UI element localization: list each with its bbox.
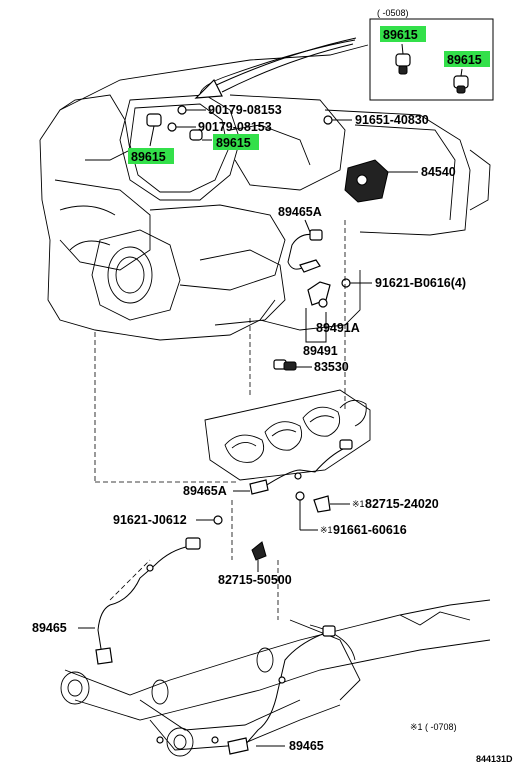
label-89615-b[interactable]: 89615 xyxy=(216,136,251,150)
inset-sensor-2-icon xyxy=(453,68,469,94)
callout-91621-B: 91621-B0616(4) xyxy=(341,276,466,290)
label-83530[interactable]: 83530 xyxy=(314,360,349,374)
inset-label-2[interactable]: 89615 xyxy=(447,53,482,67)
callout-91661 xyxy=(295,491,318,531)
label-89615-a[interactable]: 89615 xyxy=(131,150,166,164)
bracket-89491A-icon xyxy=(307,281,331,308)
oxygen-sensor-mid-icon xyxy=(249,439,353,495)
bracket-82715-50500-icon xyxy=(251,541,267,572)
assembly-dashed-lines xyxy=(94,220,346,620)
knock-sensor-icon xyxy=(146,113,162,147)
diagram-id: 844131D xyxy=(476,754,513,764)
throttle-position-sensor-icon xyxy=(344,159,418,203)
callout-91621-J: 91621-J0612 xyxy=(113,513,223,527)
inset-label-1[interactable]: 89615 xyxy=(383,28,418,42)
highlight-89615-b xyxy=(213,134,259,150)
inset-highlight-2 xyxy=(444,51,490,67)
label-91621-J[interactable]: 91621-J0612 xyxy=(113,513,187,527)
label-82715-24020[interactable]: 82715-24020 xyxy=(365,497,439,511)
label-84540[interactable]: 84540 xyxy=(421,165,456,179)
label-89491[interactable]: 89491 xyxy=(303,344,338,358)
knock-sensor-b-icon xyxy=(189,129,212,141)
callout-91651: 91651-40830 xyxy=(323,113,429,127)
exhaust-pipe-drawing xyxy=(60,599,491,757)
oxygen-sensor-bottom-icon xyxy=(227,625,336,755)
inset-pointer-arrow xyxy=(194,37,357,99)
label-89465-left[interactable]: 89465 xyxy=(32,621,67,635)
note-mark-2: ※1 xyxy=(320,525,333,535)
note-mark-1: ※1 xyxy=(352,499,365,509)
inset-date-note: ( -0508) xyxy=(377,8,409,18)
label-89465A-mid[interactable]: 89465A xyxy=(183,484,227,498)
label-91661[interactable]: 91661-60616 xyxy=(333,523,407,537)
exhaust-manifold-drawing xyxy=(204,389,371,481)
engine-block-drawing xyxy=(39,39,491,341)
inset-box: ( -0508) 89615 89615 xyxy=(369,8,494,101)
callout-90179-a: 90179-08153 xyxy=(177,103,282,117)
inset-highlight-1 xyxy=(380,26,426,42)
callout-90179-b: 90179-08153 xyxy=(167,120,272,134)
oxygen-sensor-left-icon xyxy=(95,537,201,665)
label-82715-50500[interactable]: 82715-50500 xyxy=(218,573,292,587)
label-90179-a[interactable]: 90179-08153 xyxy=(208,103,282,117)
footnote: ※1 ( -0708) xyxy=(410,722,457,732)
label-89465A-top[interactable]: 89465A xyxy=(278,205,322,219)
label-91621-B[interactable]: 91621-B0616(4) xyxy=(375,276,466,290)
highlight-89615-a xyxy=(128,148,174,164)
label-91651[interactable]: 91651-40830 xyxy=(355,113,429,127)
label-89491A[interactable]: 89491A xyxy=(316,321,360,335)
gasket-82715-icon xyxy=(313,495,350,513)
label-90179-b[interactable]: 90179-08153 xyxy=(198,120,272,134)
inset-sensor-1-icon xyxy=(395,43,411,75)
temperature-sensor-icon xyxy=(273,359,312,371)
label-89465-bottom[interactable]: 89465 xyxy=(289,739,324,753)
oxygen-sensor-top-icon xyxy=(287,229,323,273)
